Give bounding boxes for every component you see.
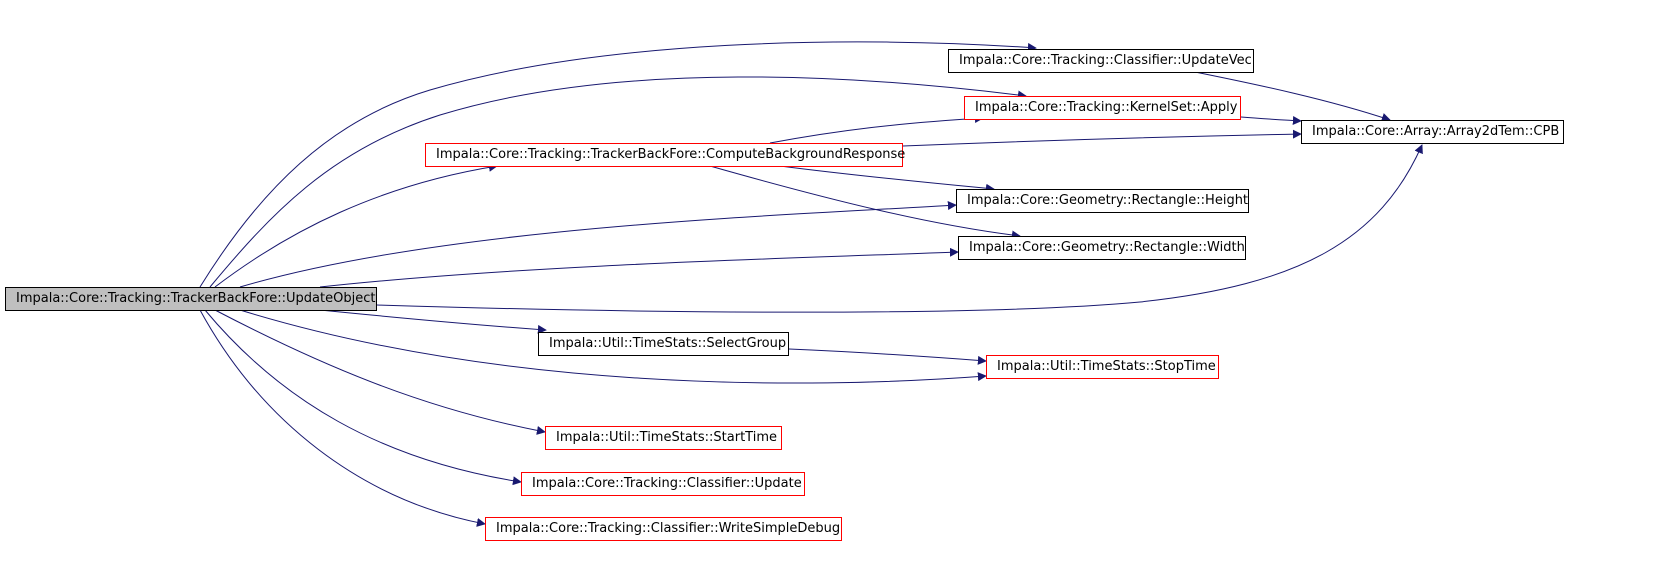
node-timestats-selectgroup[interactable]: Impala::Util::TimeStats::SelectGroup bbox=[538, 332, 789, 356]
node-computebackgroundresponse[interactable]: Impala::Core::Tracking::TrackerBackFore:… bbox=[425, 143, 905, 167]
node-classifier-updatevec[interactable]: Impala::Core::Tracking::Classifier::Upda… bbox=[948, 49, 1254, 73]
edge-computebackground-to-cpb bbox=[902, 129, 1302, 147]
node-updateobject[interactable]: Impala::Core::Tracking::TrackerBackFore:… bbox=[5, 287, 377, 311]
node-classifier-writesimpledebug[interactable]: Impala::Core::Tracking::Classifier::Writ… bbox=[485, 517, 842, 541]
node-timestats-starttime[interactable]: Impala::Util::TimeStats::StartTime bbox=[545, 426, 782, 450]
edge-kernelset_apply-to-cpb bbox=[1240, 116, 1302, 125]
edge-computebackground-to-height bbox=[779, 165, 995, 193]
edge-updateobject-to-writesimpledebug bbox=[199, 309, 486, 527]
edge-updateobject-to-height bbox=[239, 201, 957, 288]
edge-updateobject-to-selectgroup bbox=[319, 309, 547, 334]
edge-updateobject-to-cpb bbox=[376, 144, 1423, 313]
node-classifier-update[interactable]: Impala::Core::Tracking::Classifier::Upda… bbox=[521, 472, 805, 496]
edge-updateobject-to-starttime bbox=[214, 309, 546, 435]
edge-updateobject-to-kernelset_apply bbox=[209, 76, 1027, 288]
edge-updatevec-to-cpb bbox=[1189, 70, 1391, 122]
node-array2dtem-cpb[interactable]: Impala::Core::Array::Array2dTem::CPB bbox=[1301, 120, 1564, 144]
edge-updateobject-to-stoptime bbox=[239, 309, 987, 384]
edge-updateobject-to-width bbox=[319, 247, 959, 288]
edge-computebackground-to-width bbox=[709, 165, 1021, 240]
node-rectangle-height[interactable]: Impala::Core::Geometry::Rectangle::Heigh… bbox=[956, 189, 1249, 213]
node-rectangle-width[interactable]: Impala::Core::Geometry::Rectangle::Width bbox=[958, 236, 1246, 260]
edge-updateobject-to-update bbox=[204, 309, 522, 486]
node-timestats-stoptime[interactable]: Impala::Util::TimeStats::StopTime bbox=[986, 355, 1219, 379]
edge-updateobject-to-computebackground bbox=[214, 162, 498, 288]
edge-selectgroup-to-stoptime bbox=[788, 348, 987, 365]
node-kernelset-apply[interactable]: Impala::Core::Tracking::KernelSet::Apply bbox=[964, 96, 1241, 120]
edge-computebackground-to-kernelset_apply bbox=[769, 113, 984, 144]
edge-updateobject-to-updatevec bbox=[199, 41, 1037, 288]
